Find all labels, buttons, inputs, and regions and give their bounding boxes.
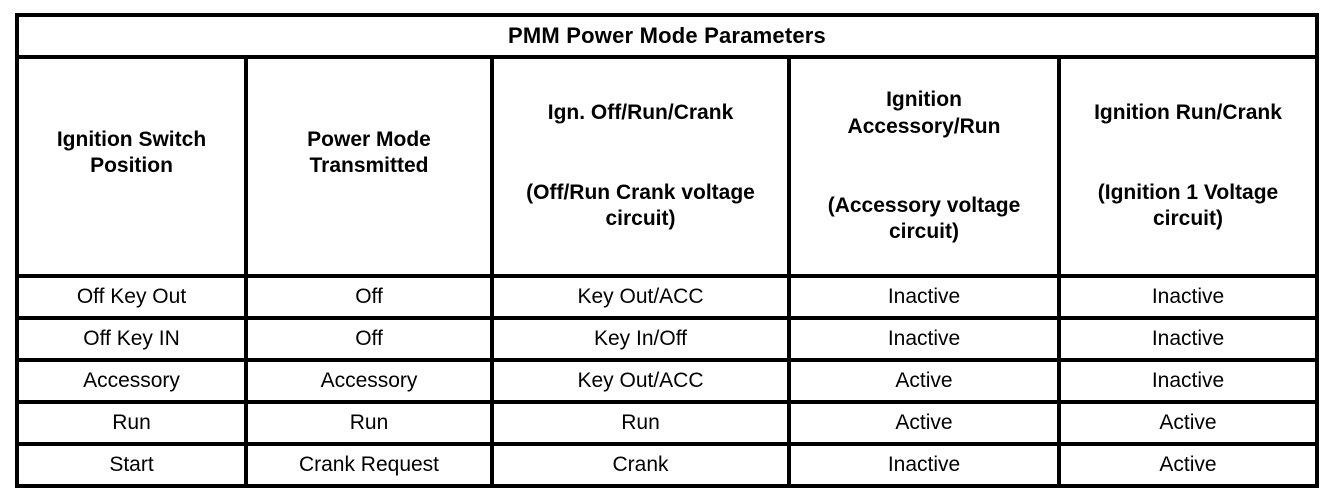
column-header-label: Power Mode Transmitted xyxy=(307,128,431,178)
column-header-label: Ign. Off/Run/Crank xyxy=(547,101,734,125)
column-header-sublabel: (Off/Run Crank voltage circuit) xyxy=(526,180,755,231)
cell-run-crank-circuit: Inactive xyxy=(1057,315,1319,362)
cell-off-run-crank-circuit: Key In/Off xyxy=(490,315,791,362)
cell-power-mode: Crank Request xyxy=(244,441,494,488)
cell-accessory-run-circuit: Inactive xyxy=(787,441,1061,488)
table-row-start: Start Crank Request Crank Inactive Activ… xyxy=(15,441,1319,488)
cell-power-mode: Off xyxy=(244,315,494,362)
column-header-sublabel: (Accessory voltage circuit) xyxy=(827,194,1021,244)
cell-power-mode: Accessory xyxy=(244,357,494,404)
pmm-power-mode-table-container: PMM Power Mode Parameters Ignition Switc… xyxy=(15,13,1319,488)
column-header-ignition-switch-position: Ignition Switch Position xyxy=(15,55,248,278)
cell-run-crank-circuit: Active xyxy=(1057,441,1319,488)
table-row-accessory: Accessory Accessory Key Out/ACC Active I… xyxy=(15,357,1319,404)
cell-power-mode: Run xyxy=(244,399,494,446)
cell-run-crank-circuit: Inactive xyxy=(1057,273,1319,320)
table-row-off-key-out: Off Key Out Off Key Out/ACC Inactive Ina… xyxy=(15,273,1319,320)
table-row-run: Run Run Run Active Active xyxy=(15,399,1319,446)
cell-accessory-run-circuit: Active xyxy=(787,399,1061,446)
cell-switch-position: Start xyxy=(15,441,248,488)
column-header-ignition-run-crank: Ignition Run/Crank (Ignition 1 Voltage c… xyxy=(1057,55,1319,278)
cell-off-run-crank-circuit: Crank xyxy=(490,441,791,488)
column-header-ignition-accessory-run: Ignition Accessory/Run (Accessory voltag… xyxy=(787,55,1061,278)
column-header-label: Ignition Run/Crank xyxy=(1094,101,1282,125)
column-header-label: Ignition Accessory/Run xyxy=(847,88,1001,138)
cell-power-mode: Off xyxy=(244,273,494,320)
cell-off-run-crank-circuit: Key Out/ACC xyxy=(490,273,791,320)
cell-switch-position: Run xyxy=(15,399,248,446)
cell-accessory-run-circuit: Inactive xyxy=(787,273,1061,320)
cell-run-crank-circuit: Active xyxy=(1057,399,1319,446)
column-header-sublabel: (Ignition 1 Voltage circuit) xyxy=(1097,180,1279,231)
cell-switch-position: Off Key Out xyxy=(15,273,248,320)
column-header-label: Ignition Switch Position xyxy=(56,128,207,178)
cell-switch-position: Accessory xyxy=(15,357,248,404)
column-header-ign-off-run-crank: Ign. Off/Run/Crank (Off/Run Crank voltag… xyxy=(490,55,791,278)
table-title: PMM Power Mode Parameters xyxy=(15,13,1319,59)
table-row-off-key-in: Off Key IN Off Key In/Off Inactive Inact… xyxy=(15,315,1319,362)
cell-switch-position: Off Key IN xyxy=(15,315,248,362)
column-header-power-mode-transmitted: Power Mode Transmitted xyxy=(244,55,494,278)
cell-accessory-run-circuit: Inactive xyxy=(787,315,1061,362)
cell-off-run-crank-circuit: Key Out/ACC xyxy=(490,357,791,404)
header-row: Ignition Switch Position Power Mode Tran… xyxy=(15,55,1319,278)
cell-off-run-crank-circuit: Run xyxy=(490,399,791,446)
cell-run-crank-circuit: Inactive xyxy=(1057,357,1319,404)
pmm-power-mode-table: PMM Power Mode Parameters Ignition Switc… xyxy=(15,13,1319,488)
title-row: PMM Power Mode Parameters xyxy=(15,13,1319,59)
cell-accessory-run-circuit: Active xyxy=(787,357,1061,404)
